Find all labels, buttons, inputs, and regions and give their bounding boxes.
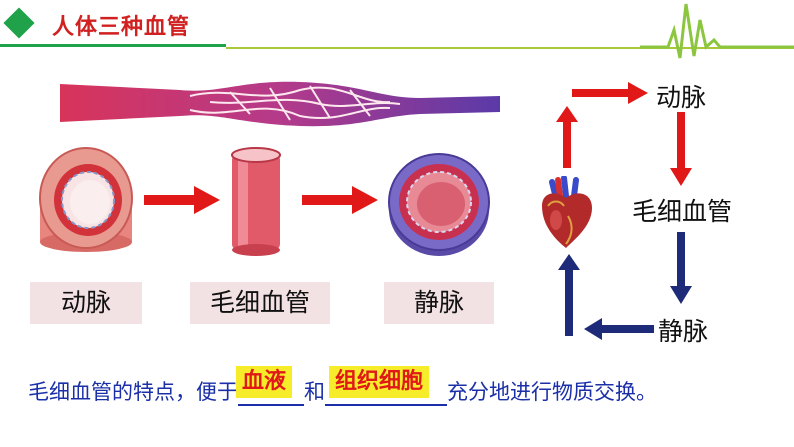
- page-title: 人体三种血管: [52, 15, 191, 40]
- arrow-left-icon: [584, 318, 654, 340]
- blank-1: 血液: [236, 366, 304, 406]
- title-underline: [0, 44, 226, 47]
- circulation-vein-label: 静脉: [658, 317, 709, 346]
- arrow-right-icon: [144, 186, 220, 214]
- sentence-suffix: 充分地进行物质交换。: [447, 380, 657, 404]
- sentence-prefix: 毛细血管的特点，便于: [28, 380, 238, 404]
- fill-in-sentence: 毛细血管的特点，便于血液和组织细胞充分地进行物质交换。: [28, 366, 657, 406]
- arrow-up-icon: [556, 106, 578, 168]
- capillary-image: [231, 147, 281, 256]
- answer-2: 组织细胞: [329, 366, 430, 398]
- vein-image: [388, 153, 490, 256]
- artery-image: [39, 147, 133, 252]
- arrow-up-icon: [558, 254, 580, 336]
- arrow-down-icon: [670, 112, 692, 186]
- vessel-network-illustration: [60, 81, 500, 127]
- capillary-label: 毛细血管: [190, 282, 330, 324]
- arrow-right-icon: [302, 186, 378, 214]
- artery-label: 动脉: [30, 282, 142, 324]
- answer-1: 血液: [236, 366, 293, 398]
- heart-icon: [542, 176, 592, 248]
- circulation-artery-label: 动脉: [656, 83, 707, 112]
- circulation-capillary-label: 毛细血管: [632, 197, 733, 226]
- sentence-middle: 和: [304, 380, 325, 404]
- vein-label: 静脉: [384, 282, 494, 324]
- blank-2: 组织细胞: [325, 366, 447, 406]
- header-divider: [226, 47, 794, 49]
- ecg-wave-icon: [640, 3, 794, 59]
- arrow-right-icon: [572, 82, 648, 104]
- arrow-down-icon: [670, 232, 692, 304]
